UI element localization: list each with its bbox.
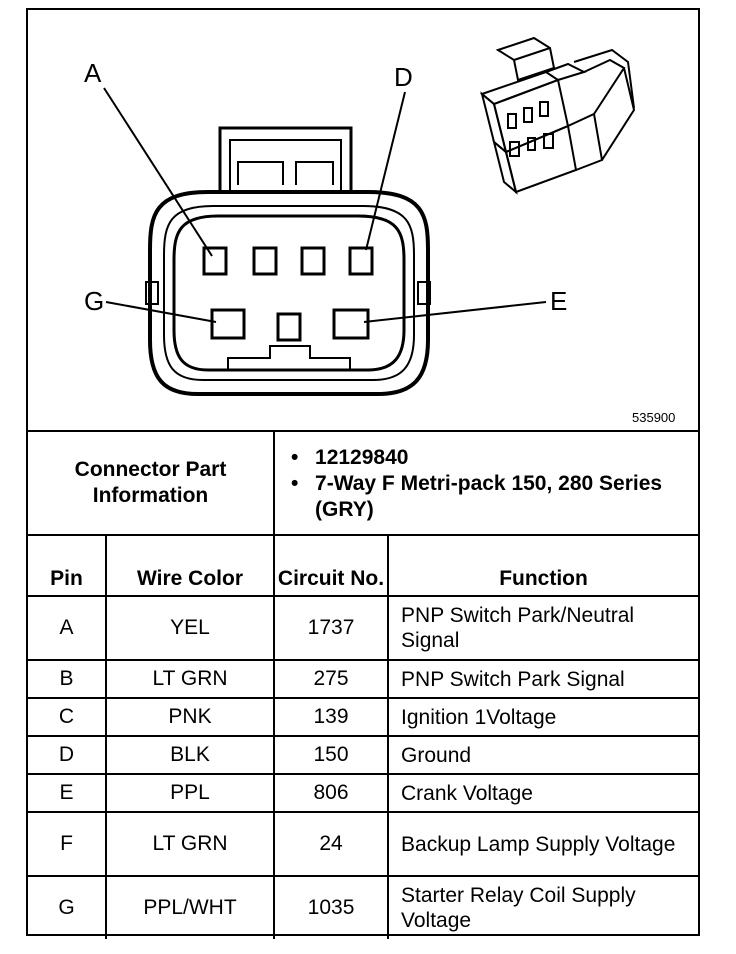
connector-sheet: A D G E [26, 8, 700, 939]
pin-label-a: A [84, 58, 102, 88]
pin-cell: A [28, 595, 107, 661]
table-row: A YEL 1737 PNP Switch Park/Neutral Signa… [28, 595, 699, 661]
circuit-cell: 24 [273, 811, 390, 877]
part-number: 12129840 [291, 445, 698, 471]
wire-color-cell: LT GRN [104, 659, 276, 699]
table-row: G PPL/WHT 1035 Starter Relay Coil Supply… [28, 875, 699, 939]
function-cell: Ignition 1Voltage [387, 697, 699, 737]
part-info-row: Connector Part Information 12129840 7-Wa… [28, 430, 699, 536]
table-row: E PPL 806 Crank Voltage [28, 773, 699, 813]
pin-cell: F [28, 811, 107, 877]
part-info-label: Connector Part Information [28, 430, 276, 536]
pin-cell: E [28, 773, 107, 813]
function-cell: Starter Relay Coil Supply Voltage [387, 875, 699, 939]
pin-cell: D [28, 735, 107, 775]
pin-label-g: G [84, 286, 104, 316]
connector-figure: A D G E [28, 10, 698, 430]
wire-color-cell: PPL [104, 773, 276, 813]
connector-face-diagram: A D G E [84, 36, 675, 425]
part-description: 7-Way F Metri-pack 150, 280 Series (GRY) [291, 471, 698, 523]
header-pin: Pin [28, 534, 107, 597]
table-header-row: Pin Wire Color Circuit No. Function [28, 534, 699, 597]
connector-isometric-view [479, 36, 636, 195]
table-row: F LT GRN 24 Backup Lamp Supply Voltage [28, 811, 699, 877]
pin-cell: B [28, 659, 107, 699]
figure-number: 535900 [632, 410, 675, 425]
pin-label-e: E [550, 286, 567, 316]
pin-cell: C [28, 697, 107, 737]
circuit-cell: 275 [273, 659, 390, 699]
function-cell: Backup Lamp Supply Voltage [387, 811, 699, 877]
table-row: B LT GRN 275 PNP Switch Park Signal [28, 659, 699, 699]
header-function: Function [387, 534, 699, 597]
table-row: D BLK 150 Ground [28, 735, 699, 775]
header-circuit-no: Circuit No. [273, 534, 390, 597]
table-row: C PNK 139 Ignition 1Voltage [28, 697, 699, 737]
function-cell: PNP Switch Park Signal [387, 659, 699, 699]
pin-cell: G [28, 875, 107, 939]
wire-color-cell: YEL [104, 595, 276, 661]
circuit-cell: 139 [273, 697, 390, 737]
function-cell: Crank Voltage [387, 773, 699, 813]
wire-color-cell: PPL/WHT [104, 875, 276, 939]
header-wire-color: Wire Color [104, 534, 276, 597]
circuit-cell: 1035 [273, 875, 390, 939]
circuit-cell: 150 [273, 735, 390, 775]
wire-color-cell: BLK [104, 735, 276, 775]
pin-label-d: D [394, 62, 413, 92]
function-cell: Ground [387, 735, 699, 775]
circuit-cell: 1737 [273, 595, 390, 661]
function-cell: PNP Switch Park/Neutral Signal [387, 595, 699, 661]
circuit-cell: 806 [273, 773, 390, 813]
part-info-values: 12129840 7-Way F Metri-pack 150, 280 Ser… [273, 430, 699, 536]
connector-info-table: Connector Part Information 12129840 7-Wa… [28, 430, 699, 939]
wire-color-cell: PNK [104, 697, 276, 737]
wire-color-cell: LT GRN [104, 811, 276, 877]
